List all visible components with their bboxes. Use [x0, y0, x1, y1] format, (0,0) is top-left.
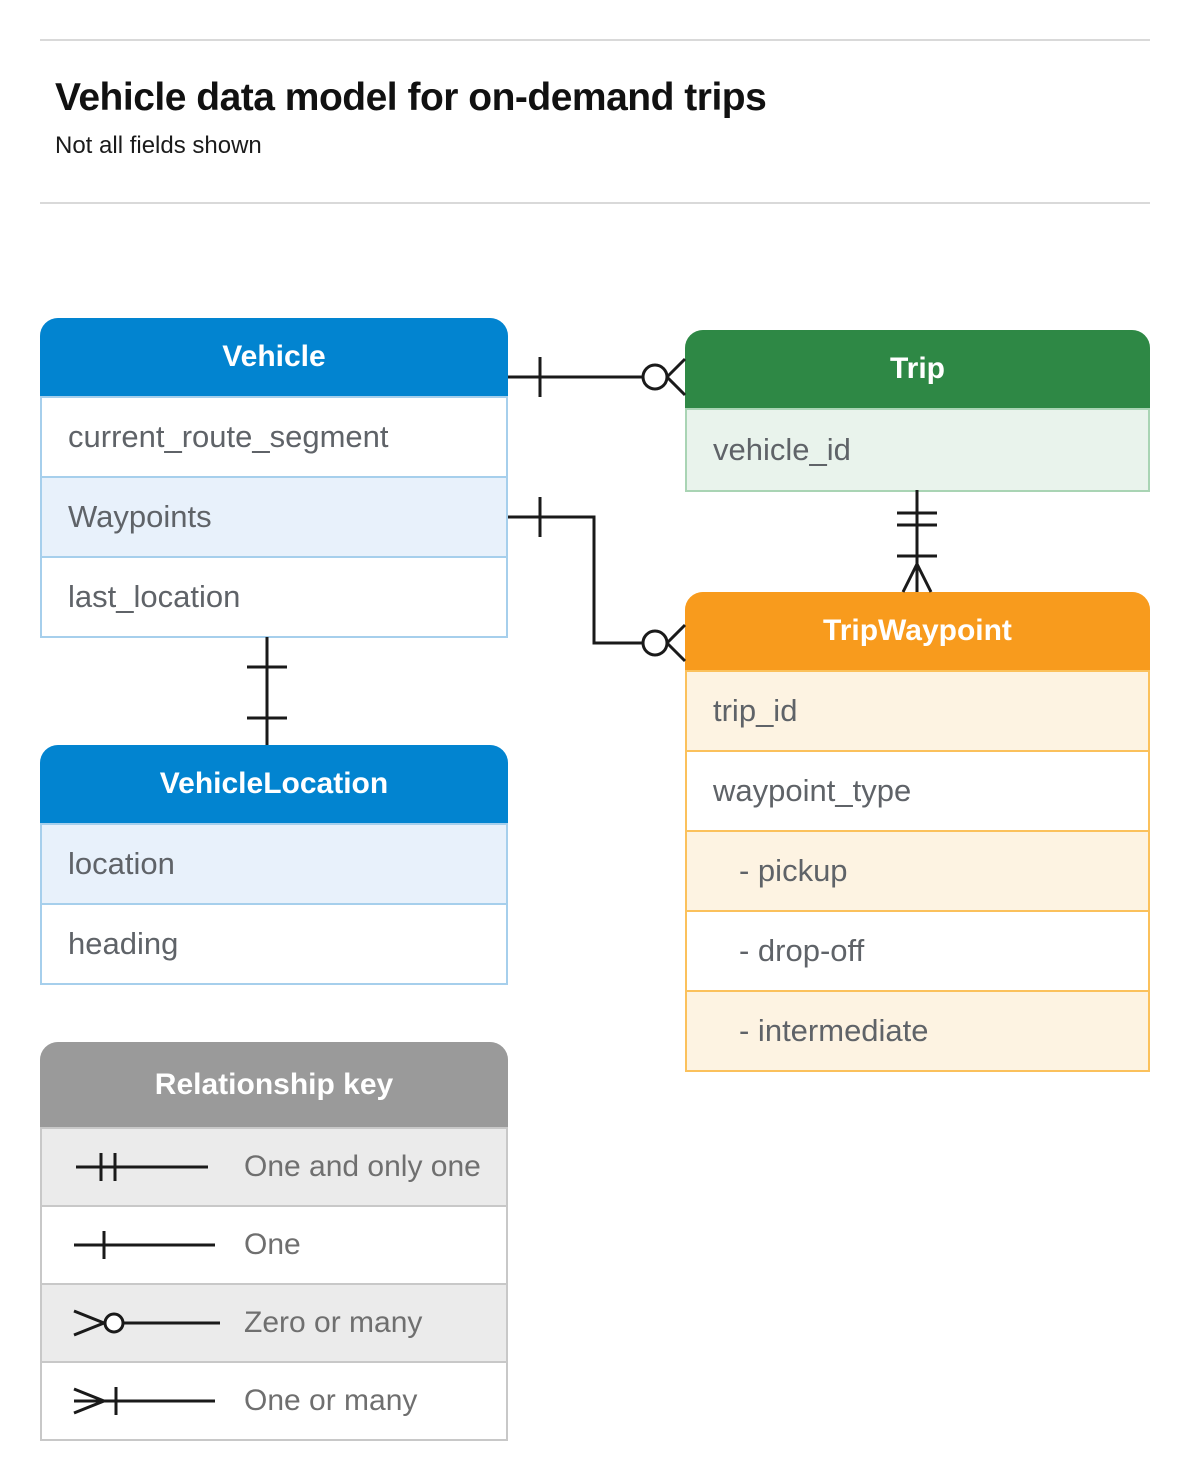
relationship-key-header: Relationship key — [40, 1042, 508, 1127]
field-label: - intermediate — [739, 1013, 929, 1048]
legend-row: One and only one — [42, 1127, 506, 1205]
field-label: - pickup — [739, 853, 848, 888]
zero-or-many-symbol — [73, 1309, 220, 1337]
one-or-many-symbol — [73, 1387, 215, 1415]
field-label: Waypoints — [68, 499, 212, 534]
legend-label: Zero or many — [244, 1306, 423, 1339]
entity-tripwaypoint: TripWaypoint trip_id waypoint_type - pic… — [685, 592, 1150, 1072]
entity-vehicle-header: Vehicle — [40, 318, 508, 396]
connector-vehicle-trip — [508, 357, 687, 397]
one-symbol — [74, 1231, 215, 1259]
relationship-key: Relationship key One and only one One — [40, 1042, 508, 1441]
field-label: last_location — [68, 579, 241, 614]
legend-row: One — [42, 1205, 506, 1283]
field-row: trip_id — [687, 670, 1148, 750]
field-row: Waypoints — [42, 476, 506, 556]
field-label: heading — [68, 926, 179, 961]
legend-row: Zero or many — [42, 1283, 506, 1361]
page-subtitle: Not all fields shown — [55, 132, 262, 159]
field-row: heading — [42, 903, 506, 983]
field-row: - drop-off — [687, 910, 1148, 990]
page-title: Vehicle data model for on-demand trips — [55, 76, 767, 119]
connector-waypoints-tripwaypoint — [508, 497, 687, 663]
entity-vehicle: Vehicle current_route_segment Waypoints … — [40, 318, 508, 638]
field-row: vehicle_id — [687, 408, 1148, 490]
field-label: trip_id — [713, 693, 798, 728]
relationship-key-title: Relationship key — [154, 1067, 394, 1101]
field-row: location — [42, 823, 506, 903]
legend-label: One or many — [244, 1384, 418, 1417]
field-row: last_location — [42, 556, 506, 636]
entity-vehicle-title: Vehicle — [222, 340, 326, 373]
one-and-only-one-symbol — [76, 1153, 208, 1181]
field-label: current_route_segment — [68, 419, 389, 454]
field-label: location — [68, 846, 175, 881]
legend-row: One or many — [42, 1361, 506, 1439]
entity-trip-header: Trip — [685, 330, 1150, 408]
connector-vehicle-vehiclelocation — [247, 637, 287, 745]
top-divider — [40, 39, 1150, 41]
entity-vehiclelocation-header: VehicleLocation — [40, 745, 508, 823]
entity-trip: Trip vehicle_id — [685, 330, 1150, 492]
entity-tripwaypoint-title: TripWaypoint — [823, 614, 1012, 647]
legend-label: One — [244, 1228, 301, 1261]
field-label: - drop-off — [739, 933, 865, 968]
entity-tripwaypoint-header: TripWaypoint — [685, 592, 1150, 670]
field-row: current_route_segment — [42, 396, 506, 476]
entity-vehiclelocation: VehicleLocation location heading — [40, 745, 508, 985]
connector-trip-tripwaypoint — [897, 490, 937, 593]
field-row: - pickup — [687, 830, 1148, 910]
legend-label: One and only one — [244, 1150, 481, 1183]
field-row: waypoint_type — [687, 750, 1148, 830]
field-label: waypoint_type — [713, 773, 912, 808]
field-row: - intermediate — [687, 990, 1148, 1070]
entity-trip-title: Trip — [889, 352, 945, 385]
field-label: vehicle_id — [713, 432, 851, 467]
entity-vehiclelocation-title: VehicleLocation — [159, 767, 389, 800]
header-divider — [40, 202, 1150, 204]
